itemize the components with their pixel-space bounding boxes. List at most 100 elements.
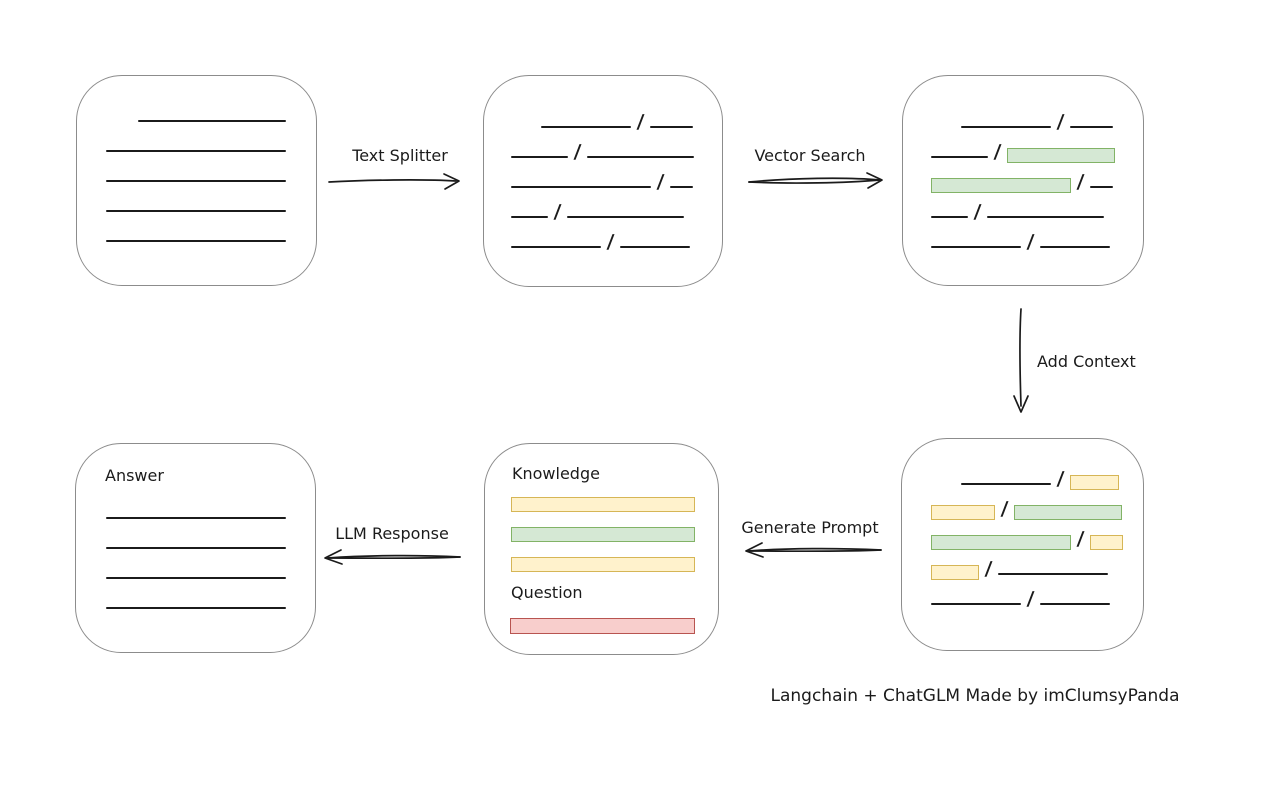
diagram-caption: Langchain + ChatGLM Made by imClumsyPand…: [770, 686, 1180, 706]
arrow-head: [443, 173, 460, 190]
text-line: [541, 126, 631, 128]
chunk-row: /: [931, 163, 1115, 193]
answer-label: Answer: [105, 466, 164, 485]
answer-lines: [106, 494, 286, 614]
slash-separator: /: [984, 558, 993, 580]
chunk-row: /: [511, 133, 694, 163]
add-context-label: Add Context: [1037, 352, 1136, 371]
highlight-yellow: [1069, 475, 1119, 490]
text-splitter-label: Text Splitter: [352, 146, 448, 165]
text-line: [931, 246, 1021, 248]
highlight-green: [1013, 505, 1122, 520]
text-line: [931, 603, 1021, 605]
chunk-row: /: [931, 580, 1123, 610]
text-line: [106, 180, 286, 182]
context-chunks-box: /////: [901, 438, 1144, 651]
text-line: [1039, 603, 1110, 605]
text-line: [106, 577, 286, 579]
chunk-row: [511, 512, 695, 542]
text-line: [1039, 246, 1110, 248]
chunk-row: [106, 524, 286, 554]
slash-separator: /: [1026, 231, 1035, 253]
source-document-box: [76, 75, 317, 286]
matched-chunk-lines: / / / / /: [931, 103, 1115, 253]
text-line: [511, 246, 601, 248]
slash-separator: /: [993, 141, 1002, 163]
slash-separator: /: [973, 201, 982, 223]
knowledge-label: Knowledge: [512, 464, 600, 483]
text-line: [106, 607, 286, 609]
text-line: [961, 126, 1051, 128]
text-line: [106, 547, 286, 549]
text-line: [649, 126, 693, 128]
text-line: [669, 186, 693, 188]
document-lines: [106, 97, 286, 247]
slash-separator: /: [606, 231, 615, 253]
chunk-row: [106, 187, 286, 217]
knowledge-bars: [511, 482, 695, 572]
text-line: [511, 156, 568, 158]
chunk-lines: /////: [511, 103, 694, 253]
chunk-row: [106, 494, 286, 524]
text-line: [931, 216, 968, 218]
generate-prompt-label: Generate Prompt: [741, 518, 879, 537]
arrow-shaft-2: [327, 556, 461, 560]
chunk-row: /: [931, 550, 1123, 580]
arrow-shaft: [327, 554, 461, 559]
slash-separator: /: [1000, 498, 1009, 520]
highlight-red: [510, 618, 695, 634]
arrow-shaft: [328, 179, 457, 183]
llm-response-label: LLM Response: [335, 524, 449, 543]
highlight-yellow: [511, 497, 695, 512]
slash-separator: /: [1026, 588, 1035, 610]
slash-separator: /: [1056, 468, 1065, 490]
slash-separator: /: [553, 201, 562, 223]
slash-separator: /: [1076, 171, 1085, 193]
text-line: [138, 120, 286, 122]
vector-search-label: Vector Search: [754, 146, 866, 165]
text-line: [586, 156, 694, 158]
add-context-arrow: [1013, 308, 1029, 413]
text-line: [106, 210, 286, 212]
text-line: [931, 156, 988, 158]
chunk-row: /: [931, 223, 1115, 253]
prompt-box: Knowledge Question: [484, 443, 719, 655]
text-line: [619, 246, 690, 248]
arrow-head: [866, 172, 883, 189]
text-line: [997, 573, 1108, 575]
chunk-row: [510, 604, 695, 634]
arrow-head: [745, 542, 764, 558]
text-line: [961, 483, 1051, 485]
chunk-row: /: [511, 223, 694, 253]
generate-prompt-arrow: [745, 542, 882, 558]
chunk-row: [106, 127, 286, 157]
slash-separator: /: [656, 171, 665, 193]
chunk-row: /: [931, 460, 1123, 490]
arrow-shaft: [748, 547, 882, 552]
arrow-shaft: [1018, 308, 1022, 407]
arrow-shaft-2: [748, 549, 882, 553]
arrow-head: [1013, 395, 1029, 413]
text-line: [1089, 186, 1113, 188]
text-line: [986, 216, 1104, 218]
matched-chunks-box: / / / / /: [902, 75, 1144, 286]
highlight-green: [931, 535, 1071, 550]
text-line: [106, 240, 286, 242]
highlight-yellow: [931, 505, 995, 520]
highlight-yellow: [931, 565, 979, 580]
chunk-row: /: [931, 520, 1123, 550]
highlight-yellow: [1089, 535, 1123, 550]
chunk-row: /: [931, 103, 1115, 133]
text-line: [511, 186, 651, 188]
chunk-row: /: [931, 490, 1123, 520]
chunk-row: /: [511, 163, 694, 193]
text-line: [1069, 126, 1113, 128]
arrow-head: [324, 549, 343, 565]
vector-search-arrow: [748, 172, 883, 189]
chunk-row: [511, 482, 695, 512]
context-chunk-lines: /////: [931, 460, 1123, 610]
text-line: [106, 517, 286, 519]
chunk-row: [106, 97, 286, 127]
text-line: [106, 150, 286, 152]
